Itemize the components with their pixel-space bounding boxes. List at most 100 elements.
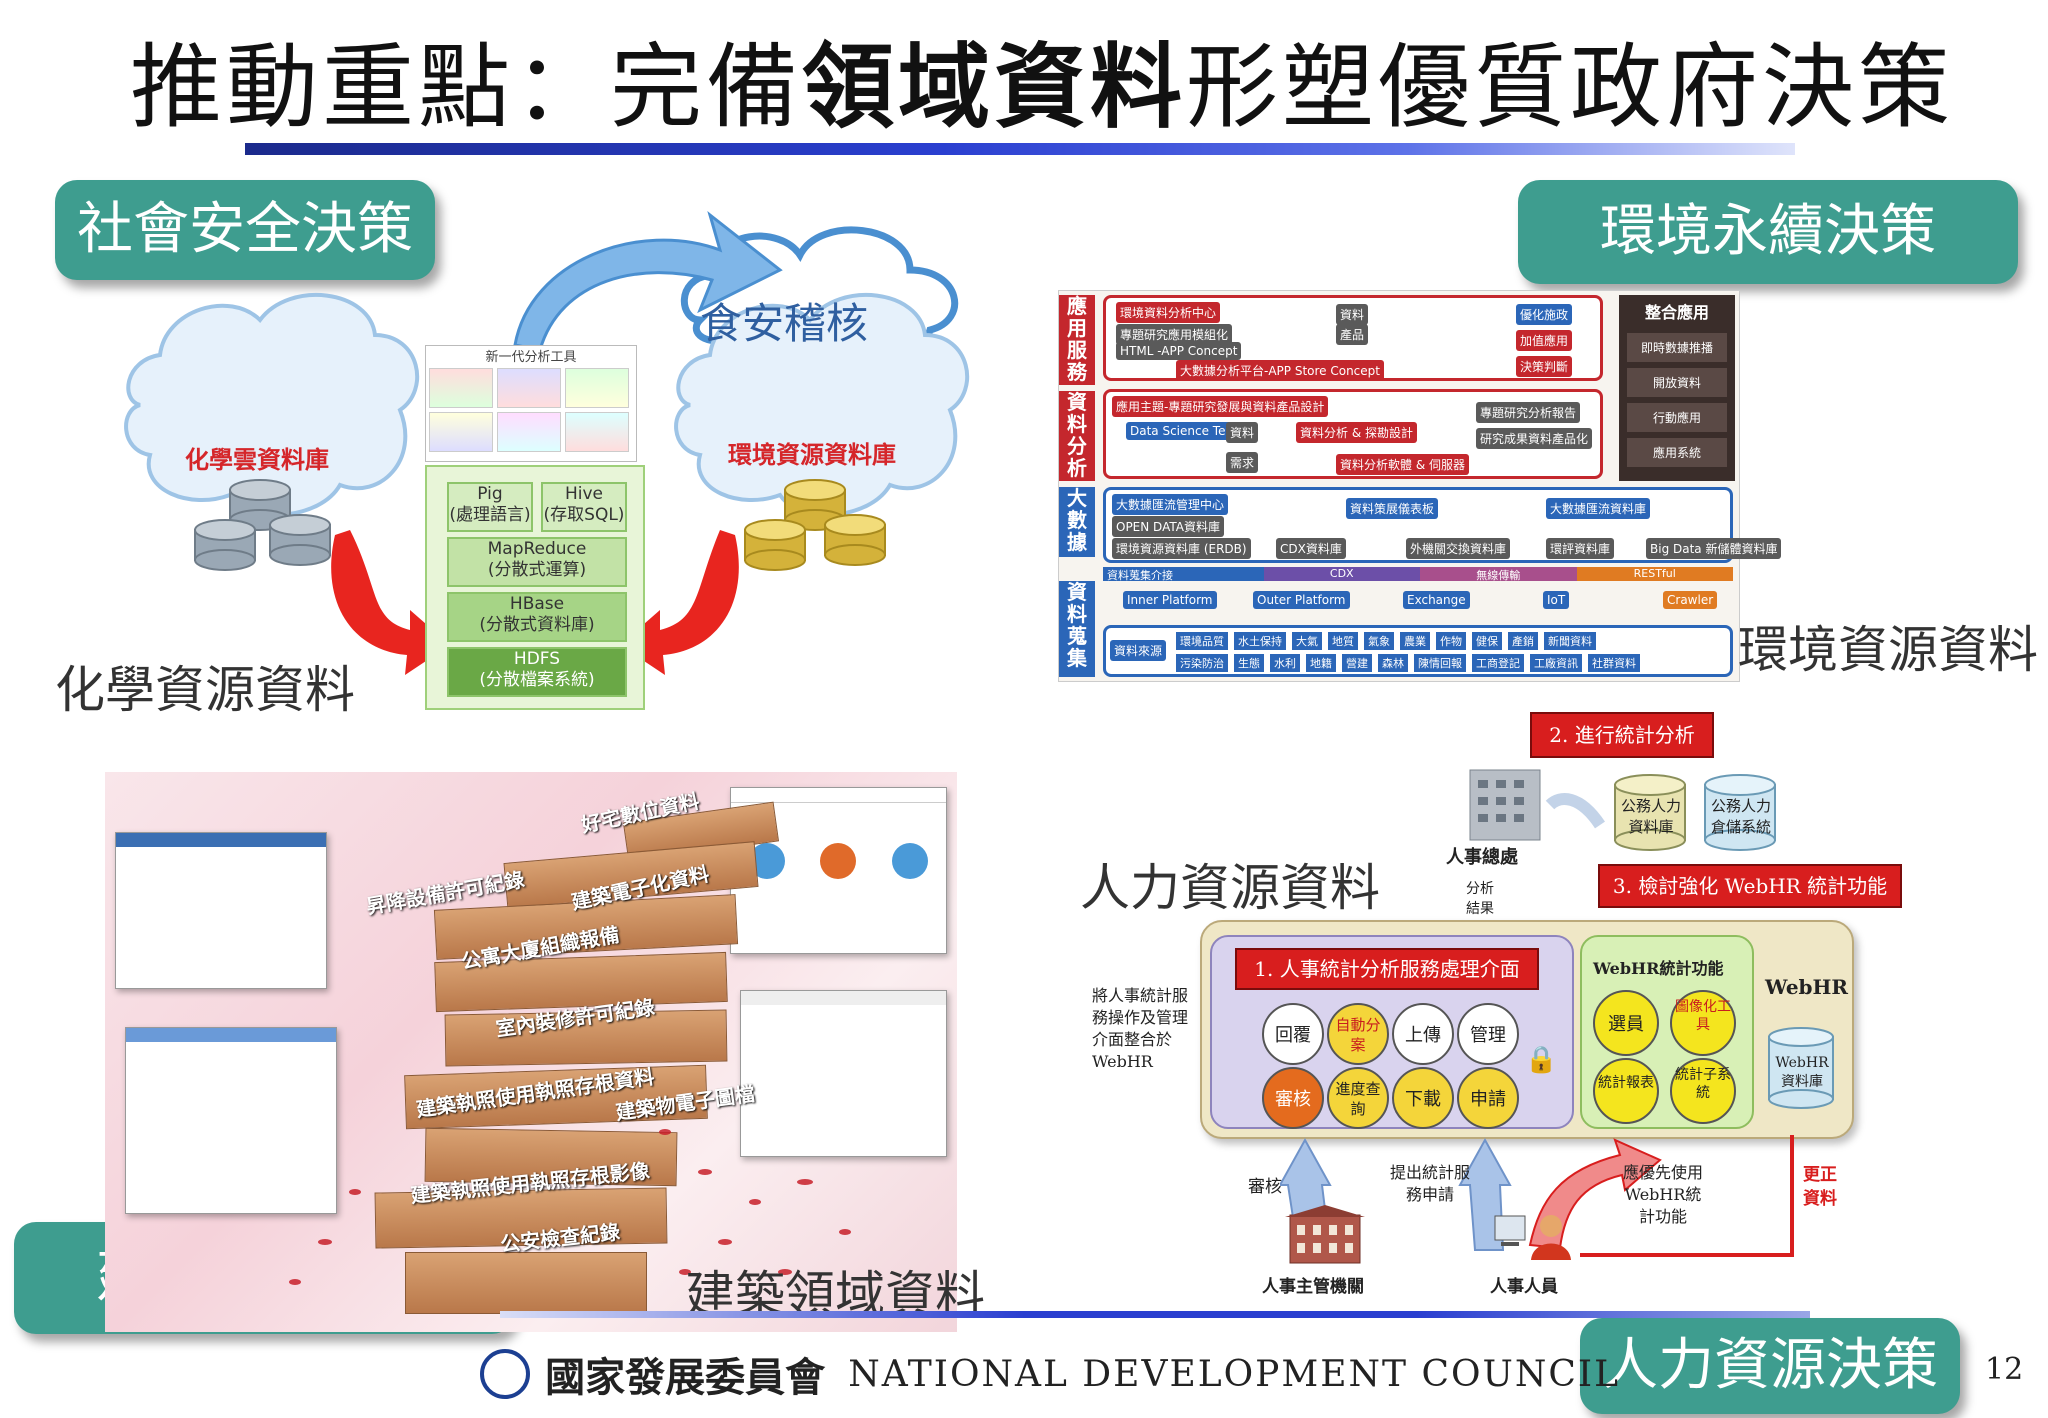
lock-icon: 🔒 xyxy=(1525,1045,1558,1075)
hr-func-subsystem: 統計子系統 xyxy=(1670,1058,1736,1124)
layer-hdfs: HDFS(分散檔案系統) xyxy=(447,647,627,697)
hr-step2: 2. 進行統計分析 xyxy=(1530,712,1714,758)
hr-db2: 公務人力倉儲系統 xyxy=(1710,797,1771,836)
env-src-top-2: 大氣 xyxy=(1292,632,1322,650)
social-diagram xyxy=(124,210,970,675)
hr-staff-label: 人事人員 xyxy=(1490,1277,1558,1297)
env-src-bot-6: 陳情回報 xyxy=(1414,654,1466,672)
webhr-db-label: WebHR資料庫 xyxy=(1775,1055,1829,1090)
cloud-food-safety: 食安稽核 xyxy=(700,299,869,348)
env-src-bot-3: 地籍 xyxy=(1306,654,1336,672)
env-src-top-3: 地質 xyxy=(1328,632,1358,650)
building-window-4 xyxy=(740,990,947,1157)
title-underline xyxy=(245,143,1795,155)
label-chemical-data: 化學資源資料 xyxy=(55,661,355,719)
hr-agency-building xyxy=(1285,1205,1365,1264)
hr-circle-manage: 管理 xyxy=(1457,1003,1519,1065)
building-window-2 xyxy=(125,1027,337,1214)
env-src-bot-8: 工廠資訊 xyxy=(1530,654,1582,672)
hr-circle-progress: 進度查詢 xyxy=(1327,1067,1389,1129)
hr-func-graph-tool: 圖像化工具 xyxy=(1670,990,1736,1056)
hr-circle-review: 審核 xyxy=(1262,1067,1324,1129)
env-row-analysis: 應用主題-專題研究發展與資料產品設計 Data Science Team 資料 … xyxy=(1103,389,1603,479)
env-src-top-4: 氣象 xyxy=(1364,632,1394,650)
env-side-apps: 應用服務 xyxy=(1059,295,1095,385)
hr-func-report: 統計報表 xyxy=(1593,1058,1659,1124)
hr-circle-reply: 回覆 xyxy=(1262,1003,1324,1065)
footer-org-cn: 國家發展委員會 xyxy=(545,1354,826,1401)
hr-circle-apply: 申請 xyxy=(1457,1067,1519,1129)
env-src-top-9: 新聞資料 xyxy=(1544,632,1596,650)
env-side-bigdata: 大數據 xyxy=(1059,487,1095,557)
page-title: 推動重點：完備領域資料形塑優質政府決策 xyxy=(130,28,1950,148)
badge-hr: 人力資源決策 xyxy=(1580,1318,1960,1414)
env-src-bot-9: 社群資料 xyxy=(1588,654,1640,672)
env-src-top-7: 健保 xyxy=(1472,632,1502,650)
env-side-collect: 資料蒐集 xyxy=(1059,581,1095,677)
env-row-apps: 環境資料分析中心 專題研究應用模組化 HTML -APP Concept 大數據… xyxy=(1103,295,1603,381)
analysis-tools-panel: 新一代分析工具 xyxy=(425,345,637,462)
title-prefix: 推動重點：完備 xyxy=(130,34,803,141)
cloud-env-db: 環境資源資料庫 xyxy=(728,441,896,469)
env-architecture-panel: 應用服務 資料分析 大數據 資料蒐集 環境資料分析中心 專題研究應用模組化 HT… xyxy=(1058,290,1782,682)
analysis-tools-title: 新一代分析工具 xyxy=(485,350,577,365)
env-src-bot-7: 工商登記 xyxy=(1472,654,1524,672)
webhr-func-title: WebHR統計功能 xyxy=(1593,959,1724,978)
env-integrate-item-1: 開放資料 xyxy=(1627,368,1727,397)
page-number: 12 xyxy=(1985,1352,2024,1387)
env-src-bot-5: 森林 xyxy=(1378,654,1408,672)
hr-prefer-label: 應優先使用WebHR統計功能 xyxy=(1622,1163,1703,1226)
webhr-label: WebHR xyxy=(1765,975,1849,999)
env-src-bot-1: 生態 xyxy=(1234,654,1264,672)
hr-circle-download: 下載 xyxy=(1392,1067,1454,1129)
badge-environment: 環境永續決策 xyxy=(1518,180,2018,284)
badge-social: 社會安全決策 xyxy=(55,180,435,280)
env-row-sources: 資料來源 環境品質水土保持大氣地質氣象農業作物健保產銷新聞資料 污染防治生態水利… xyxy=(1103,625,1733,677)
hr-left-note: 將人事統計服務操作及管理介面整合於 WebHR xyxy=(1092,986,1189,1071)
layer-hive: Hive(存取SQL) xyxy=(541,482,627,532)
label-hr-data: 人力資源資料 xyxy=(1080,859,1380,917)
env-src-bot-4: 營建 xyxy=(1342,654,1372,672)
title-bold: 領域資料 xyxy=(802,34,1187,141)
env-row-bigdata: 大數據匯流管理中心 資料策展儀表板 大數據匯流資料庫 OPEN DATA資料庫 … xyxy=(1103,487,1782,563)
env-src-bot-0: 污染防治 xyxy=(1176,654,1228,672)
layer-pig: Pig(處理語言) xyxy=(447,482,533,532)
hr-step1: 1. 人事統計分析服務處理介面 xyxy=(1235,948,1539,990)
hr-correction-line xyxy=(1580,1135,1794,1257)
env-integrate-item-2: 行動應用 xyxy=(1627,403,1727,432)
env-src-bot-2: 水利 xyxy=(1270,654,1300,672)
hr-db1: 公務人力資料庫 xyxy=(1620,797,1681,836)
ndc-logo-icon xyxy=(480,1349,530,1399)
hadoop-stack: Pig(處理語言) Hive(存取SQL) MapReduce(分散式運算) H… xyxy=(425,465,645,710)
building-collage: 好宅數位資料 昇降設備許可紀錄 建築電子化資料 公寓大廈組織報備 室內裝修許可紀… xyxy=(105,772,957,1332)
hr-submit-label: 提出統計服務申請 xyxy=(1390,1163,1471,1204)
env-row-collect: 資料蒐集介接 CDX 無線傳輸 RESTful Inner Platform O… xyxy=(1103,567,1733,639)
env-integrate-col: 整合應用 即時數據推播開放資料行動應用應用系統 xyxy=(1619,295,1735,481)
env-src-top-5: 農業 xyxy=(1400,632,1430,650)
env-src-top-6: 作物 xyxy=(1436,632,1466,650)
title-suffix: 形塑優質政府決策 xyxy=(1186,34,1955,141)
hr-analysis-result: 分析結果 xyxy=(1466,881,1494,917)
hr-correct-label: 更正資料 xyxy=(1803,1165,1837,1209)
env-src-top-0: 環境品質 xyxy=(1176,632,1228,650)
env-integrate-item-0: 即時數據推播 xyxy=(1627,333,1727,362)
env-src-top-8: 產銷 xyxy=(1508,632,1538,650)
hr-hq-label: 人事總處 xyxy=(1446,847,1518,868)
env-src-top-1: 水土保持 xyxy=(1234,632,1286,650)
layer-hbase: HBase(分散式資料庫) xyxy=(447,592,627,642)
env-integrate-item-3: 應用系統 xyxy=(1627,438,1727,467)
hr-circle-auto-assign: 自動分案 xyxy=(1327,1003,1389,1065)
hr-func-select: 選員 xyxy=(1593,990,1659,1056)
hr-staff-icon xyxy=(1494,1215,1571,1260)
hr-hq-graphic xyxy=(1469,769,1776,851)
footer-logo: 國家發展委員會 NATIONAL DEVELOPMENT COUNCIL xyxy=(480,1345,1620,1403)
building-window-1 xyxy=(115,832,327,989)
footer-line xyxy=(500,1311,1810,1318)
env-side-analysis: 資料分析 xyxy=(1059,391,1095,481)
footer-org-en: NATIONAL DEVELOPMENT COUNCIL xyxy=(848,1353,1621,1395)
label-env-data: 環境資源資料 xyxy=(1738,621,2038,679)
layer-mapreduce: MapReduce(分散式運算) xyxy=(447,537,627,587)
cloud-chemical-db: 化學雲資料庫 xyxy=(185,446,329,474)
webhr-db-cylinder xyxy=(1768,1027,1834,1109)
hr-circle-upload: 上傳 xyxy=(1392,1003,1454,1065)
